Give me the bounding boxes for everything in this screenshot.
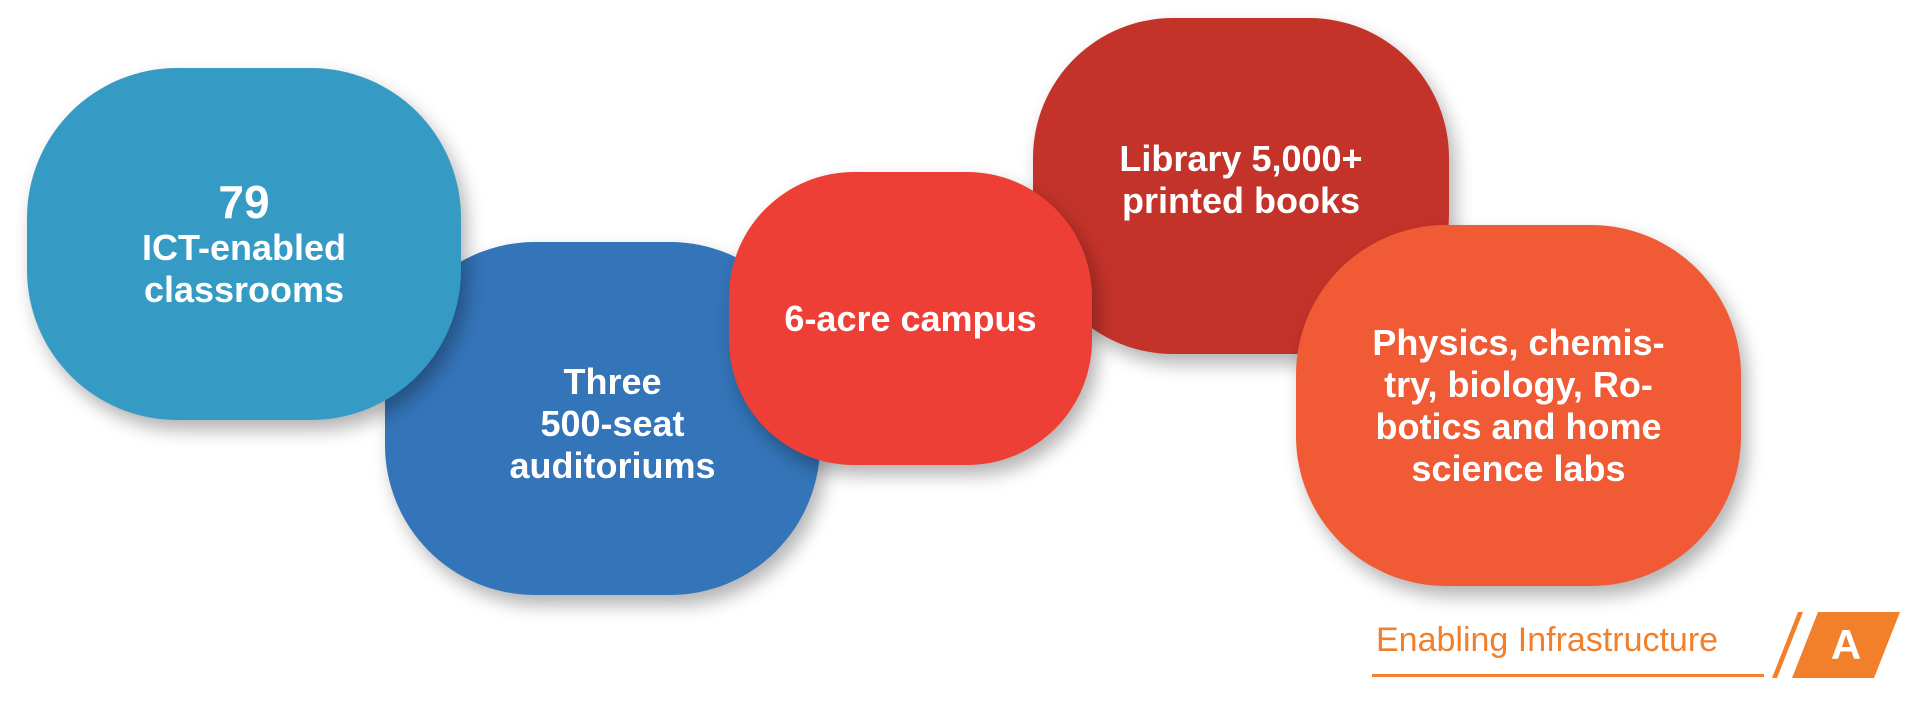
ict-classroom-label-line-2: classrooms <box>143 269 345 310</box>
ict-classroom-label-line-1: ICT-enabled <box>141 227 347 268</box>
section-letter-badge <box>1792 612 1900 678</box>
section-slash-shape <box>1772 612 1900 678</box>
section-underline <box>1372 674 1764 677</box>
section-title: Enabling Infrastructure <box>1376 621 1719 659</box>
section-divider-stroke <box>1772 612 1803 678</box>
section-tag: Enabling Infrastructure A <box>1372 612 1900 682</box>
labs-label-line-1: Physics, chemis- <box>1372 321 1665 363</box>
section-letter: A <box>1830 621 1862 668</box>
auditorium-label-line-2: 500-seat <box>540 402 685 444</box>
auditorium-label-line-3: auditoriums <box>509 444 716 486</box>
library-label-line-1: Library 5,000+ <box>1119 138 1363 179</box>
infra-item-campus: 6-acre campus <box>729 172 1092 465</box>
labs-label-line-2: try, biology, Ro- <box>1384 363 1653 405</box>
ict-classroom-count: 79 <box>218 176 270 228</box>
library-label-line-2: printed books <box>1121 180 1360 221</box>
infra-item-ict-classrooms: 79 ICT-enabled classrooms <box>27 68 461 420</box>
labs-label-line-3: botics and home <box>1375 405 1662 447</box>
auditorium-label-line-1: Three <box>563 360 662 402</box>
campus-label: 6-acre campus <box>784 297 1037 339</box>
labs-label-line-4: science labs <box>1411 447 1626 489</box>
infra-item-labs: Physics, chemis- try, biology, Ro- botic… <box>1296 225 1741 586</box>
